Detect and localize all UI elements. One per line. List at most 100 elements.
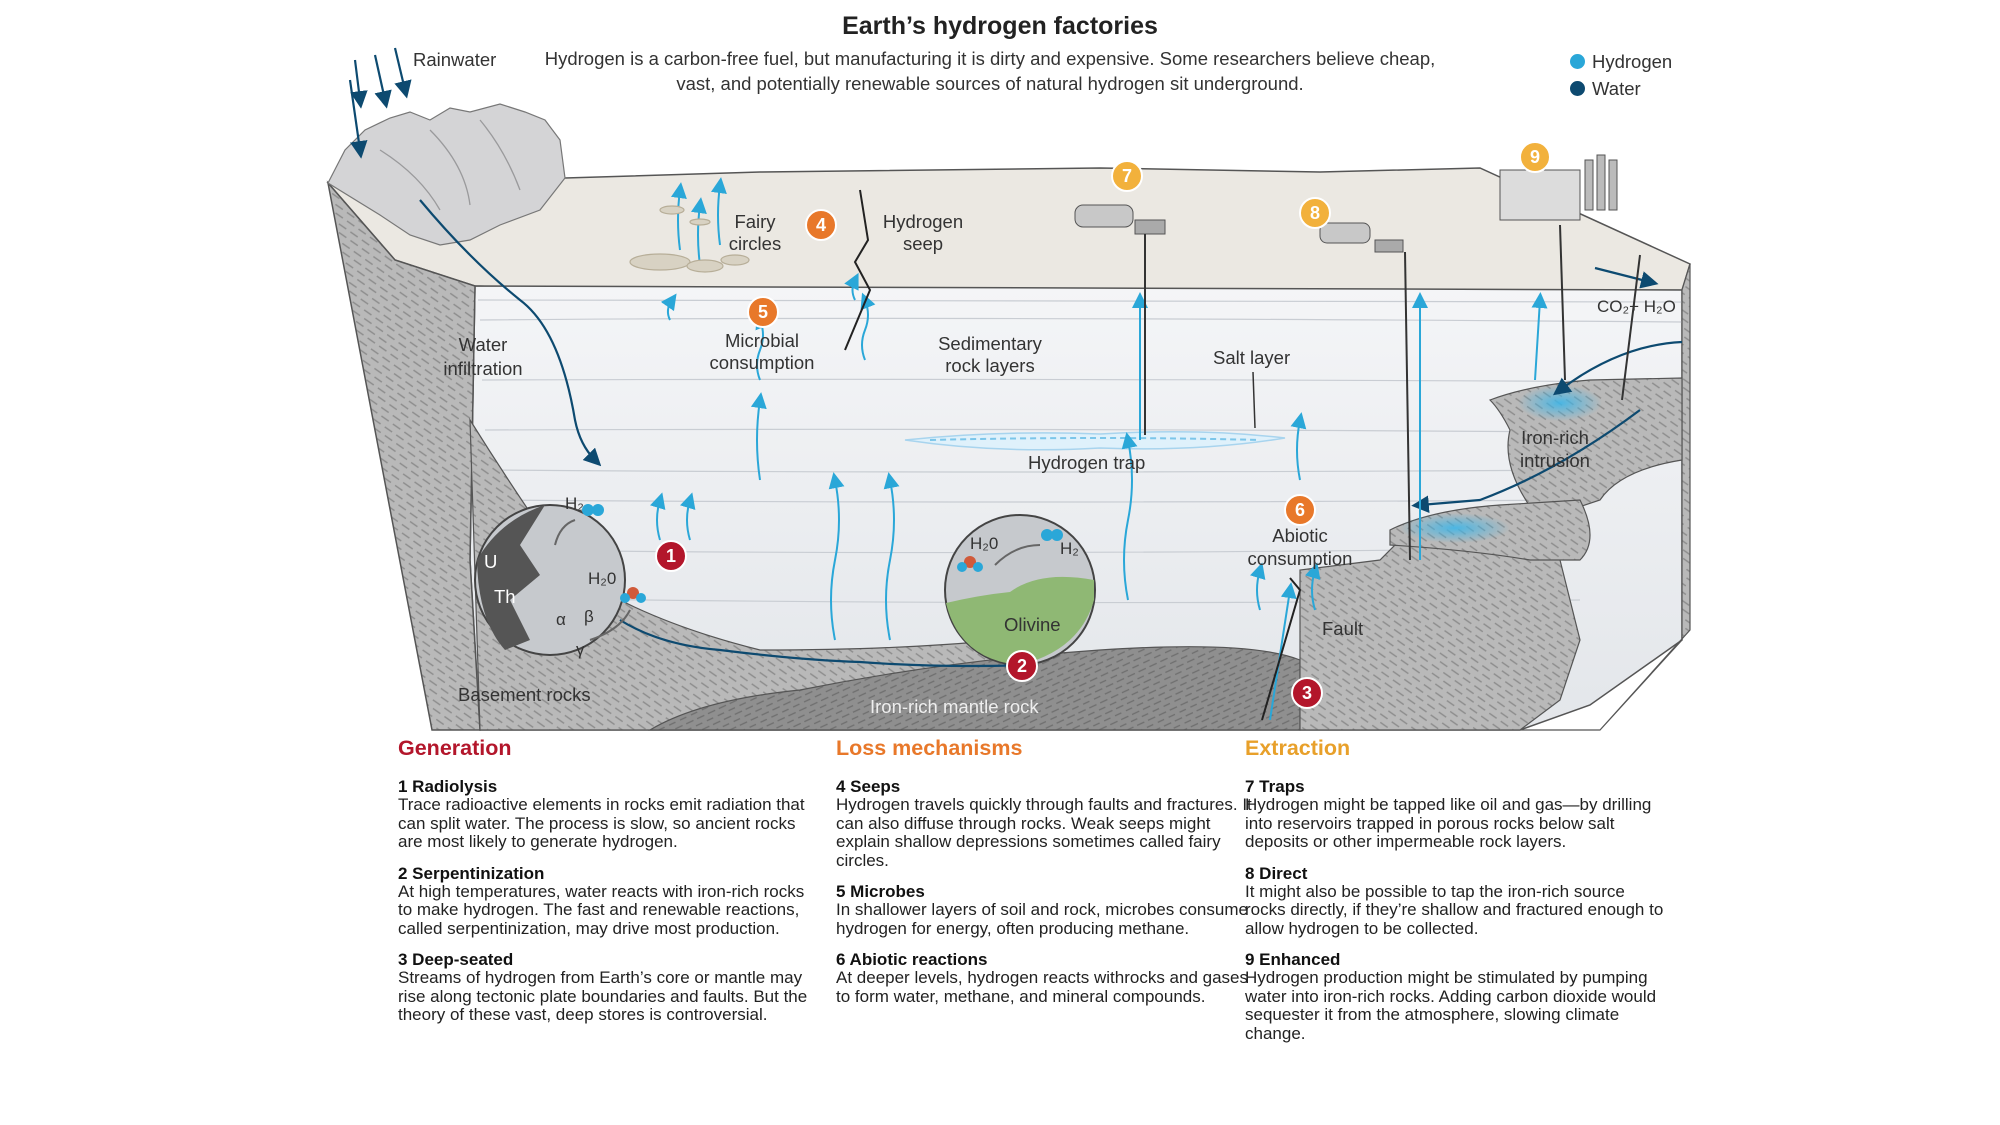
item-title: 9 Enhanced (1245, 950, 1341, 969)
label-h2o-olivine: H₂0 (970, 534, 998, 553)
label-hydrogen-trap: Hydrogen trap (1028, 452, 1145, 473)
label-basement: Basement rocks (458, 684, 591, 705)
badge-circle (655, 540, 687, 572)
trap-rig (1074, 204, 1166, 435)
label-fault: Fault (1322, 618, 1363, 639)
badge-number: 3 (1302, 683, 1312, 703)
label-h2o-radiolysis: H₂0 (588, 569, 616, 588)
badge-9: 9 (1519, 141, 1551, 173)
item-title: 7 Traps (1245, 777, 1305, 796)
radiolysis-inset (474, 504, 626, 656)
item-text: In shallower layers of soil and rock, mi… (836, 900, 1248, 938)
badge-circle (1006, 650, 1038, 682)
badge-circle (1111, 160, 1143, 192)
enhanced-plant (1499, 154, 1641, 401)
legend-label-water: Water (1592, 77, 1641, 99)
page-subtitle: Hydrogen is a carbon-free fuel, but manu… (544, 48, 1436, 94)
item-title: 4 Seeps (836, 777, 901, 796)
badge-circle (805, 209, 837, 241)
seep-crack (844, 189, 872, 351)
item-microbes: 5 Microbes In shallower layers of soil a… (836, 882, 1256, 938)
item-radiolysis: 1 Radiolysis Trace radioactive elements … (398, 777, 818, 852)
badge-number: 4 (816, 215, 826, 235)
legend-item-hydrogen: Hydrogen (1570, 48, 1672, 75)
badge-number: 2 (1017, 656, 1027, 676)
item-seeps: 4 Seeps Hydrogen travels quickly through… (836, 777, 1256, 870)
legend-dot-hydrogen (1570, 54, 1585, 69)
badge-6: 6 (1284, 494, 1316, 526)
badge-number: 1 (666, 546, 676, 566)
mountain (327, 103, 566, 246)
badges: 1 2 3 4 5 6 7 8 9 (655, 141, 1551, 709)
section-extraction: Extraction 7 Traps Hydrogen might be tap… (1245, 736, 1665, 1055)
badge-circle (1284, 494, 1316, 526)
item-text: Hydrogen travels quickly through faults … (836, 795, 1252, 870)
legend-label-hydrogen: Hydrogen (1592, 50, 1673, 72)
item-text: Hydrogen might be tapped like oil and ga… (1245, 795, 1652, 851)
badge-number: 8 (1310, 203, 1320, 223)
legend: Hydrogen Water (1570, 48, 1672, 102)
fault-line (1261, 577, 1302, 721)
item-text: It might also be possible to tap the iro… (1245, 881, 1664, 938)
badge-8: 8 (1299, 197, 1331, 229)
label-h2-radiolysis: H₂ (565, 494, 584, 513)
label-rainwater: Rainwater (413, 49, 496, 70)
item-enhanced: 9 Enhanced Hydrogen production might be … (1245, 950, 1665, 1043)
fairy-circles (629, 205, 750, 273)
badge-circle (747, 296, 779, 328)
item-text: At high temperatures, water reacts with … (398, 881, 805, 938)
section-loss: Loss mechanisms 4 Seeps Hydrogen travels… (836, 736, 1256, 1018)
section-heading-generation: Generation (398, 736, 512, 760)
legend-dot-water (1570, 81, 1585, 96)
item-text: Hydrogen production might be stimulated … (1245, 968, 1657, 1043)
item-title: 2 Serpentinization (398, 863, 545, 883)
section-heading-loss: Loss mechanisms (836, 736, 1023, 760)
item-title: 1 Radiolysis (398, 777, 498, 796)
label-th: Th (494, 586, 516, 607)
label-mantle: Iron-rich mantle rock (870, 696, 1039, 717)
direct-rig (1319, 222, 1411, 561)
label-beta: β (584, 607, 594, 626)
badge-4: 4 (805, 209, 837, 241)
item-direct: 8 Direct It might also be possible to ta… (1245, 864, 1665, 939)
label-alpha: α (556, 610, 566, 629)
item-text: Trace radioactive elements in rocks emit… (398, 795, 805, 851)
item-deep-seated: 3 Deep-seated Streams of hydrogen from E… (398, 950, 818, 1025)
item-serpentinization: 2 Serpentinization At high temperatures,… (398, 864, 818, 939)
label-h2-olivine: H₂ (1060, 539, 1079, 558)
item-title: 5 Microbes (836, 882, 925, 901)
badge-circle (1291, 677, 1323, 709)
badge-number: 5 (758, 302, 768, 322)
badge-circle (1299, 197, 1331, 229)
label-salt-layer: Salt layer (1213, 347, 1290, 368)
badge-3: 3 (1291, 677, 1323, 709)
page-title: Earth’s hydrogen factories (842, 12, 1158, 40)
badge-number: 6 (1295, 500, 1305, 520)
badge-7: 7 (1111, 160, 1143, 192)
item-text: Streams of hydrogen from Earth’s core or… (398, 968, 808, 1024)
label-co2-h2o: CO₂+ H₂O (1597, 297, 1676, 316)
badge-circle (1519, 141, 1551, 173)
section-generation: Generation 1 Radiolysis Trace radioactiv… (398, 736, 818, 1037)
item-abiotic: 6 Abiotic reactions At deeper levels, hy… (836, 950, 1256, 1006)
item-title: 6 Abiotic reactions (836, 950, 988, 969)
badge-number: 9 (1530, 147, 1540, 167)
section-heading-extraction: Extraction (1245, 736, 1351, 760)
serpentinization-inset (944, 514, 1096, 666)
basement-wall (326, 180, 481, 731)
badge-5: 5 (747, 296, 779, 328)
legend-item-water: Water (1570, 75, 1672, 102)
badge-2: 2 (1006, 650, 1038, 682)
item-title: 3 Deep-seated (398, 950, 514, 969)
salt-layer (904, 431, 1286, 451)
badge-1: 1 (655, 540, 687, 572)
item-title: 8 Direct (1245, 863, 1308, 883)
